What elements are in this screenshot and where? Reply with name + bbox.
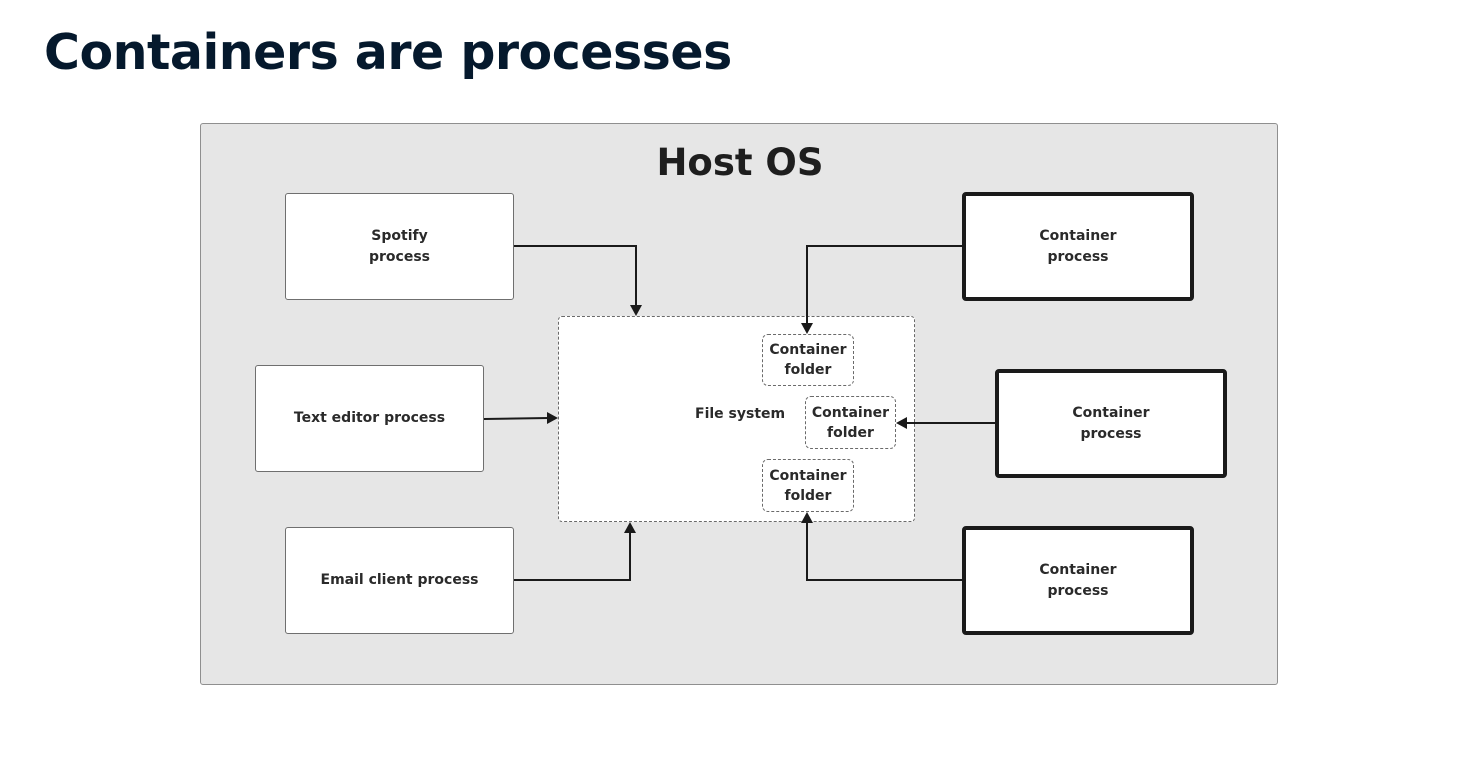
spotify-process-label: Spotify process xyxy=(368,227,430,265)
text-editor-process-box: Text editor process xyxy=(255,365,484,472)
container-process-label: Container process xyxy=(1039,227,1117,265)
text-editor-process-label: Text editor process xyxy=(293,410,446,426)
container-process-2: Container process xyxy=(995,369,1227,478)
container-process-label: Container process xyxy=(1072,404,1150,442)
container-process-label: Container process xyxy=(1039,561,1117,599)
container-folder-3: Container folder xyxy=(762,459,854,512)
email-client-process-label: Email client process xyxy=(320,572,479,588)
container-process-3: Container process xyxy=(962,526,1194,635)
container-process-1: Container process xyxy=(962,192,1194,301)
container-folder-1: Container folder xyxy=(762,334,854,386)
spotify-process-box: Spotify process xyxy=(285,193,514,300)
container-folder-2: Container folder xyxy=(805,396,896,449)
host-os-label: Host OS xyxy=(656,141,824,184)
container-folder-label: Container folder xyxy=(811,404,890,441)
email-client-process-box: Email client process xyxy=(285,527,514,634)
file-system-label: File system xyxy=(695,406,786,422)
slide-title: Containers are processes xyxy=(44,24,732,81)
container-folder-label: Container folder xyxy=(769,342,847,378)
container-folder-label: Container folder xyxy=(769,467,847,504)
